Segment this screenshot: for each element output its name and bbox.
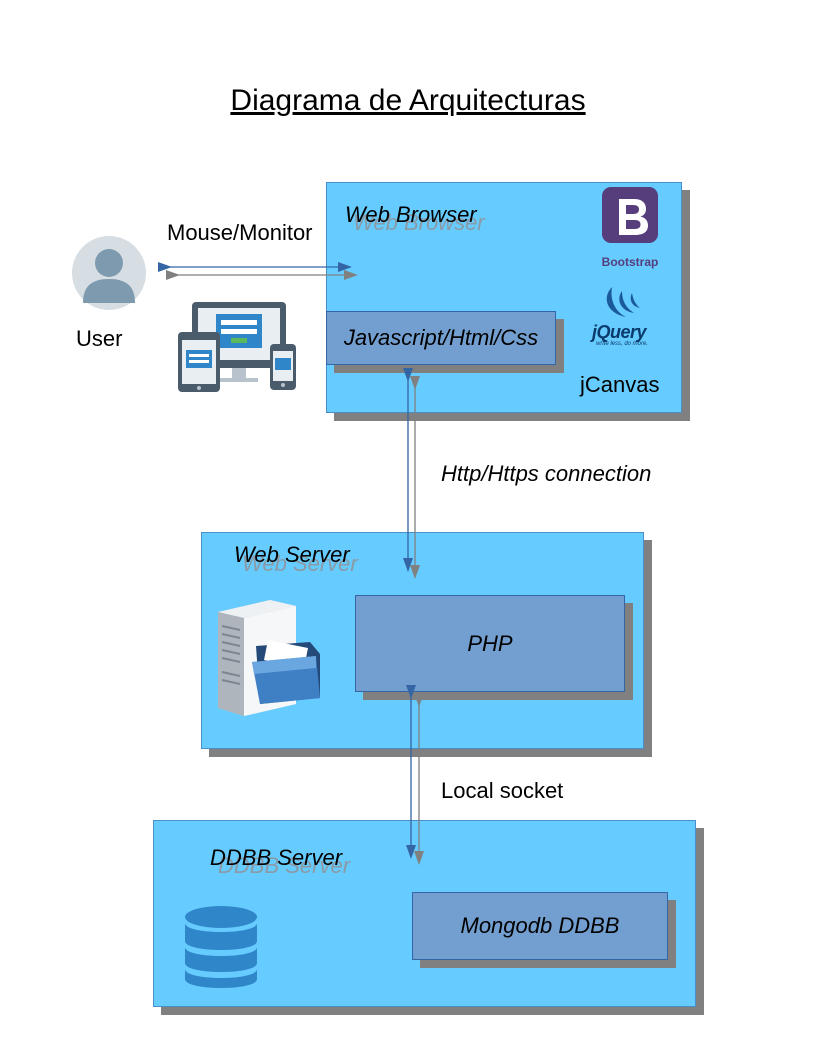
jcanvas-label: jCanvas <box>580 372 660 397</box>
http-connection-label: Http/Https connection <box>441 461 652 486</box>
page-title: Diagrama de Arquitecturas <box>230 84 586 117</box>
mouse-monitor-label: Mouse/Monitor <box>167 220 313 245</box>
jquery-tagline: write less, do more. <box>596 341 649 347</box>
bootstrap-logo-text: Bootstrap <box>601 255 659 269</box>
mongodb-box: Mongodb DDBB <box>412 892 668 960</box>
web-server-title-shadow: Web Server <box>242 551 358 576</box>
user-avatar-icon <box>71 235 147 311</box>
devices-icon <box>176 300 300 394</box>
web-server-title: Web Server <box>234 542 350 567</box>
web-browser-title-shadow: Web Browser <box>353 210 485 235</box>
php-box: PHP <box>355 595 625 692</box>
web-browser-title: Web Browser <box>345 202 477 227</box>
local-socket-label: Local socket <box>441 778 564 803</box>
jquery-logo-text: jQuery <box>592 322 647 342</box>
frontend-box: Javascript/Html/Css <box>326 311 556 365</box>
ddbb-server-title: DDBB Server <box>210 845 343 870</box>
database-icon <box>183 905 259 991</box>
user-label: User <box>76 326 123 351</box>
bootstrap-logo-icon <box>602 187 658 243</box>
jquery-logo-icon <box>598 283 648 323</box>
php-label: PHP <box>467 630 513 656</box>
mongodb-label: Mongodb DDBB <box>460 913 620 938</box>
frontend-label: Javascript/Html/Css <box>343 325 539 350</box>
ddbb-server-title-shadow: DDBB Server <box>218 853 351 878</box>
server-icon <box>212 596 324 720</box>
